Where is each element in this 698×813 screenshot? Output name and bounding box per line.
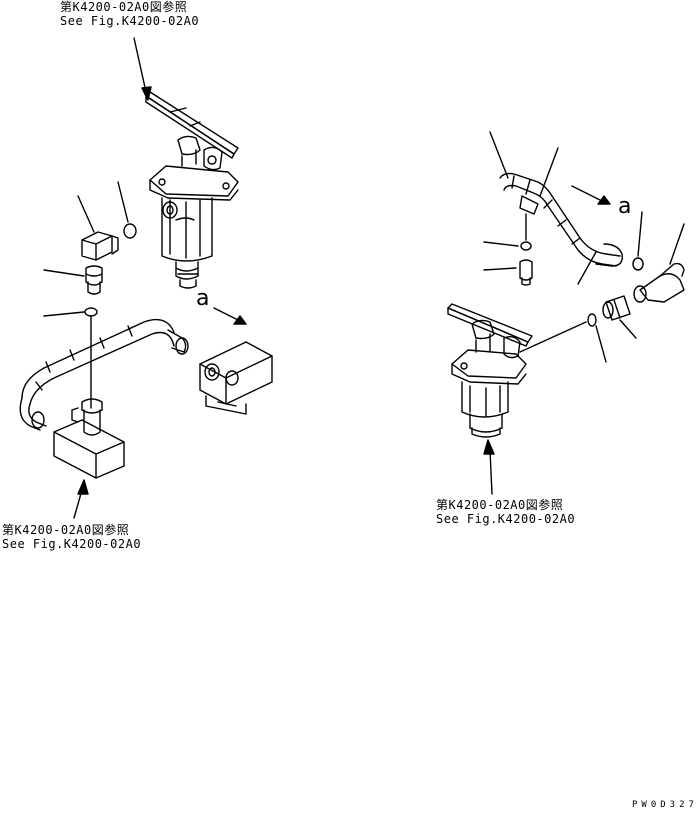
ref-label-bottom-right: 第K4200-02A0図参照 See Fig.K4200-02A0 xyxy=(436,498,575,526)
ref-label-bottom-left: 第K4200-02A0図参照 See Fig.K4200-02A0 xyxy=(2,523,141,551)
brake-valve-left xyxy=(145,91,239,289)
ref-label-bottom-left-en: See Fig.K4200-02A0 xyxy=(2,537,142,551)
connection-mark-left: a xyxy=(196,286,210,311)
brake-valve-right xyxy=(447,303,533,438)
drawing-code: PW0D327 xyxy=(632,800,698,810)
hose-right xyxy=(489,131,623,285)
ref-label-top-left-en: See Fig.K4200-02A0 xyxy=(60,14,200,28)
connection-mark-right: a xyxy=(618,194,632,219)
washer-right xyxy=(483,213,532,251)
o-ring-right-middle xyxy=(519,313,607,363)
ref-arrow-top-left xyxy=(133,37,152,101)
ref-label-bottom-left-jp: 第K4200-02A0図参照 xyxy=(2,523,130,537)
pressure-switch-left xyxy=(77,195,119,261)
elbow-right xyxy=(633,223,685,303)
o-ring-left-top xyxy=(117,181,137,239)
bolt-right xyxy=(483,259,533,286)
hose-left xyxy=(19,318,189,431)
o-ring-right-top xyxy=(632,211,644,271)
adapter-left xyxy=(43,265,103,295)
o-ring-left-middle xyxy=(43,307,98,409)
tee-block-left xyxy=(53,398,125,479)
ref-label-bottom-right-en: See Fig.K4200-02A0 xyxy=(436,512,576,526)
adapter-right xyxy=(602,295,637,339)
ref-label-top-left-jp: 第K4200-02A0図参照 xyxy=(60,0,188,14)
ref-arrow-bottom-left xyxy=(73,479,89,519)
ref-label-bottom-right-jp: 第K4200-02A0図参照 xyxy=(436,498,564,512)
ref-arrow-bottom-right xyxy=(483,439,495,495)
junction-block-left xyxy=(199,307,273,415)
ref-label-top-left: 第K4200-02A0図参照 See Fig.K4200-02A0 xyxy=(60,0,199,28)
